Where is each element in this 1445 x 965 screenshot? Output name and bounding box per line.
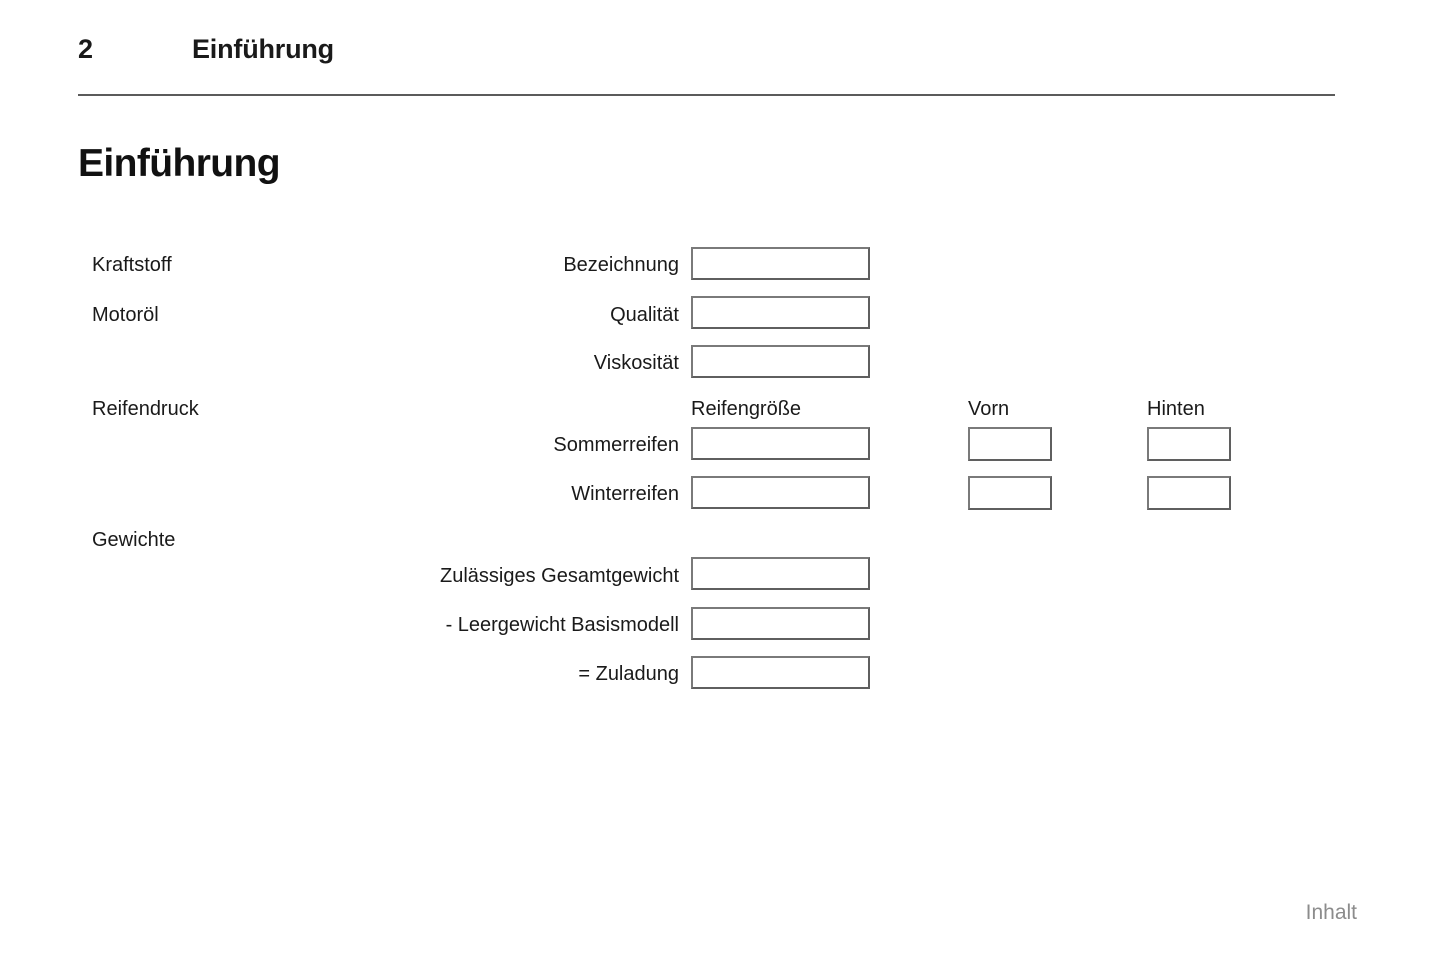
column-header-hinten: Hinten [1147,398,1205,420]
input-winterreifen-groesse[interactable] [691,476,870,509]
page-title: Einführung [78,142,281,186]
column-header-reifengroesse: Reifengröße [691,398,802,420]
input-zulaessiges-gesamtgewicht[interactable] [691,557,870,590]
header-chapter-name: Einführung [192,34,334,64]
field-label-zulaessiges-gesamtgewicht: Zulässiges Gesamtgewicht [440,565,679,587]
section-label-gewichte: Gewichte [92,529,176,551]
input-qualitaet[interactable] [691,296,870,329]
field-label-sommerreifen: Sommerreifen [553,434,679,456]
section-label-reifendruck: Reifendruck [92,398,199,420]
page-number: 2 [78,34,93,64]
input-sommerreifen-vorn[interactable] [968,427,1052,461]
field-label-qualitaet: Qualität [610,304,679,326]
input-viskositaet[interactable] [691,345,870,378]
running-header: 2 Einführung [78,36,1335,63]
field-label-winterreifen: Winterreifen [571,483,679,505]
input-winterreifen-hinten[interactable] [1147,476,1231,510]
input-zuladung[interactable] [691,656,870,689]
column-header-vorn: Vorn [968,398,1010,420]
section-label-kraftstoff: Kraftstoff [92,254,172,276]
field-label-zuladung: = Zuladung [578,663,679,685]
footer-inhalt-link[interactable]: Inhalt [1305,901,1357,924]
input-winterreifen-vorn[interactable] [968,476,1052,510]
field-label-bezeichnung: Bezeichnung [563,254,679,276]
header-divider [78,94,1335,96]
input-bezeichnung[interactable] [691,247,870,280]
field-label-leergewicht-basismodell: - Leergewicht Basismodell [445,614,679,636]
input-sommerreifen-groesse[interactable] [691,427,870,460]
section-label-motoroel: Motoröl [92,304,159,326]
input-sommerreifen-hinten[interactable] [1147,427,1231,461]
input-leergewicht-basismodell[interactable] [691,607,870,640]
field-label-viskositaet: Viskosität [593,352,679,374]
